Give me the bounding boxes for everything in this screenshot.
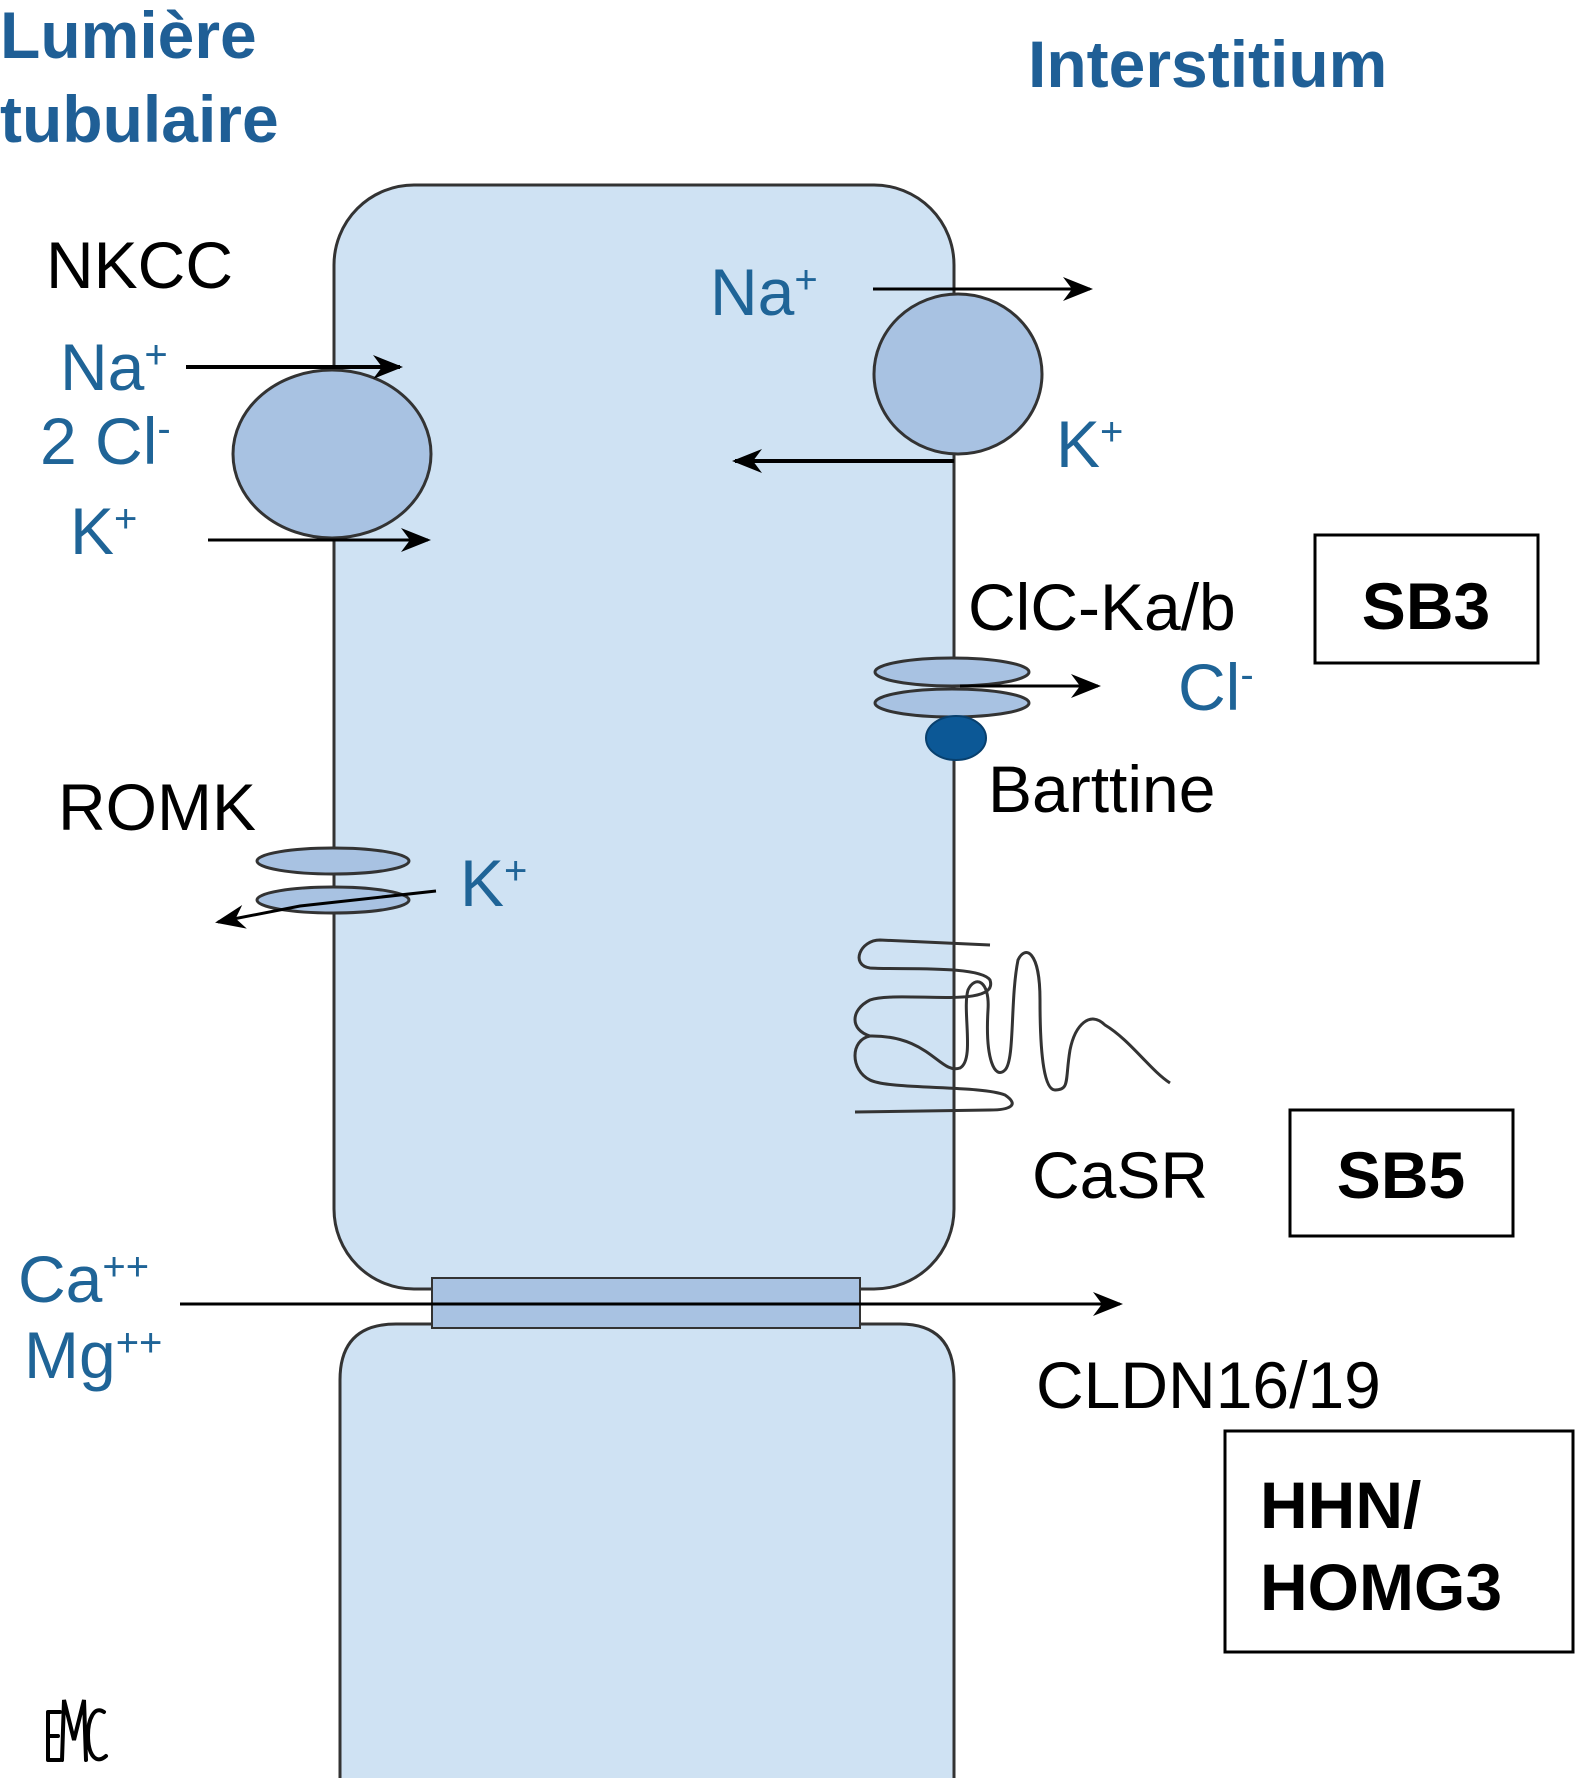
nkcc-transporter (231, 368, 433, 540)
hhn-label-line2: HOMG3 (1260, 1550, 1502, 1624)
lumen-header-line1: Lumière (0, 0, 257, 72)
romk-k-arrow (215, 889, 437, 929)
casr-receptor (853, 938, 1171, 1114)
pump-na-ion: Na+ (710, 255, 818, 329)
barttine-subunit (925, 715, 987, 761)
pump-k-ion: K+ (1056, 407, 1123, 481)
epithelial-cell-lower (338, 1322, 956, 1778)
hhn-box (1223, 1429, 1575, 1654)
cl-ion: Cl- (1178, 650, 1254, 724)
lumen-header-line2: tubulaire (0, 82, 279, 156)
clc-label: ClC-Ka/b (968, 570, 1236, 644)
nkcc-na-ion: Na+ (60, 330, 168, 404)
nkcc-cl-ion: 2 Cl- (40, 404, 171, 478)
sb3-label: SB3 (1362, 569, 1490, 643)
clc-channel-bottom (873, 687, 1031, 719)
ca-ion: Ca++ (18, 1242, 149, 1316)
mg-ion: Mg++ (24, 1318, 162, 1392)
sb5-label: SB5 (1337, 1138, 1465, 1212)
romk-k-ion: K+ (460, 846, 527, 920)
sb5-box (1288, 1108, 1515, 1238)
nkcc-k-ion: K+ (70, 494, 137, 568)
romk-channel-top (255, 846, 411, 876)
na-k-pump (872, 292, 1044, 456)
emc-logo (46, 1699, 108, 1762)
cldn-label: CLDN16/19 (1036, 1348, 1381, 1422)
interstitium-header: Interstitium (1028, 27, 1387, 101)
epithelial-cell-upper (332, 183, 956, 1291)
clc-channel-top (873, 656, 1031, 688)
sb3-box (1313, 533, 1540, 665)
hhn-label-line1: HHN/ (1260, 1468, 1421, 1542)
nkcc-label: NKCC (46, 228, 233, 302)
barttine-label: Barttine (988, 752, 1215, 826)
romk-label: ROMK (58, 770, 256, 844)
casr-label: CaSR (1032, 1138, 1208, 1212)
